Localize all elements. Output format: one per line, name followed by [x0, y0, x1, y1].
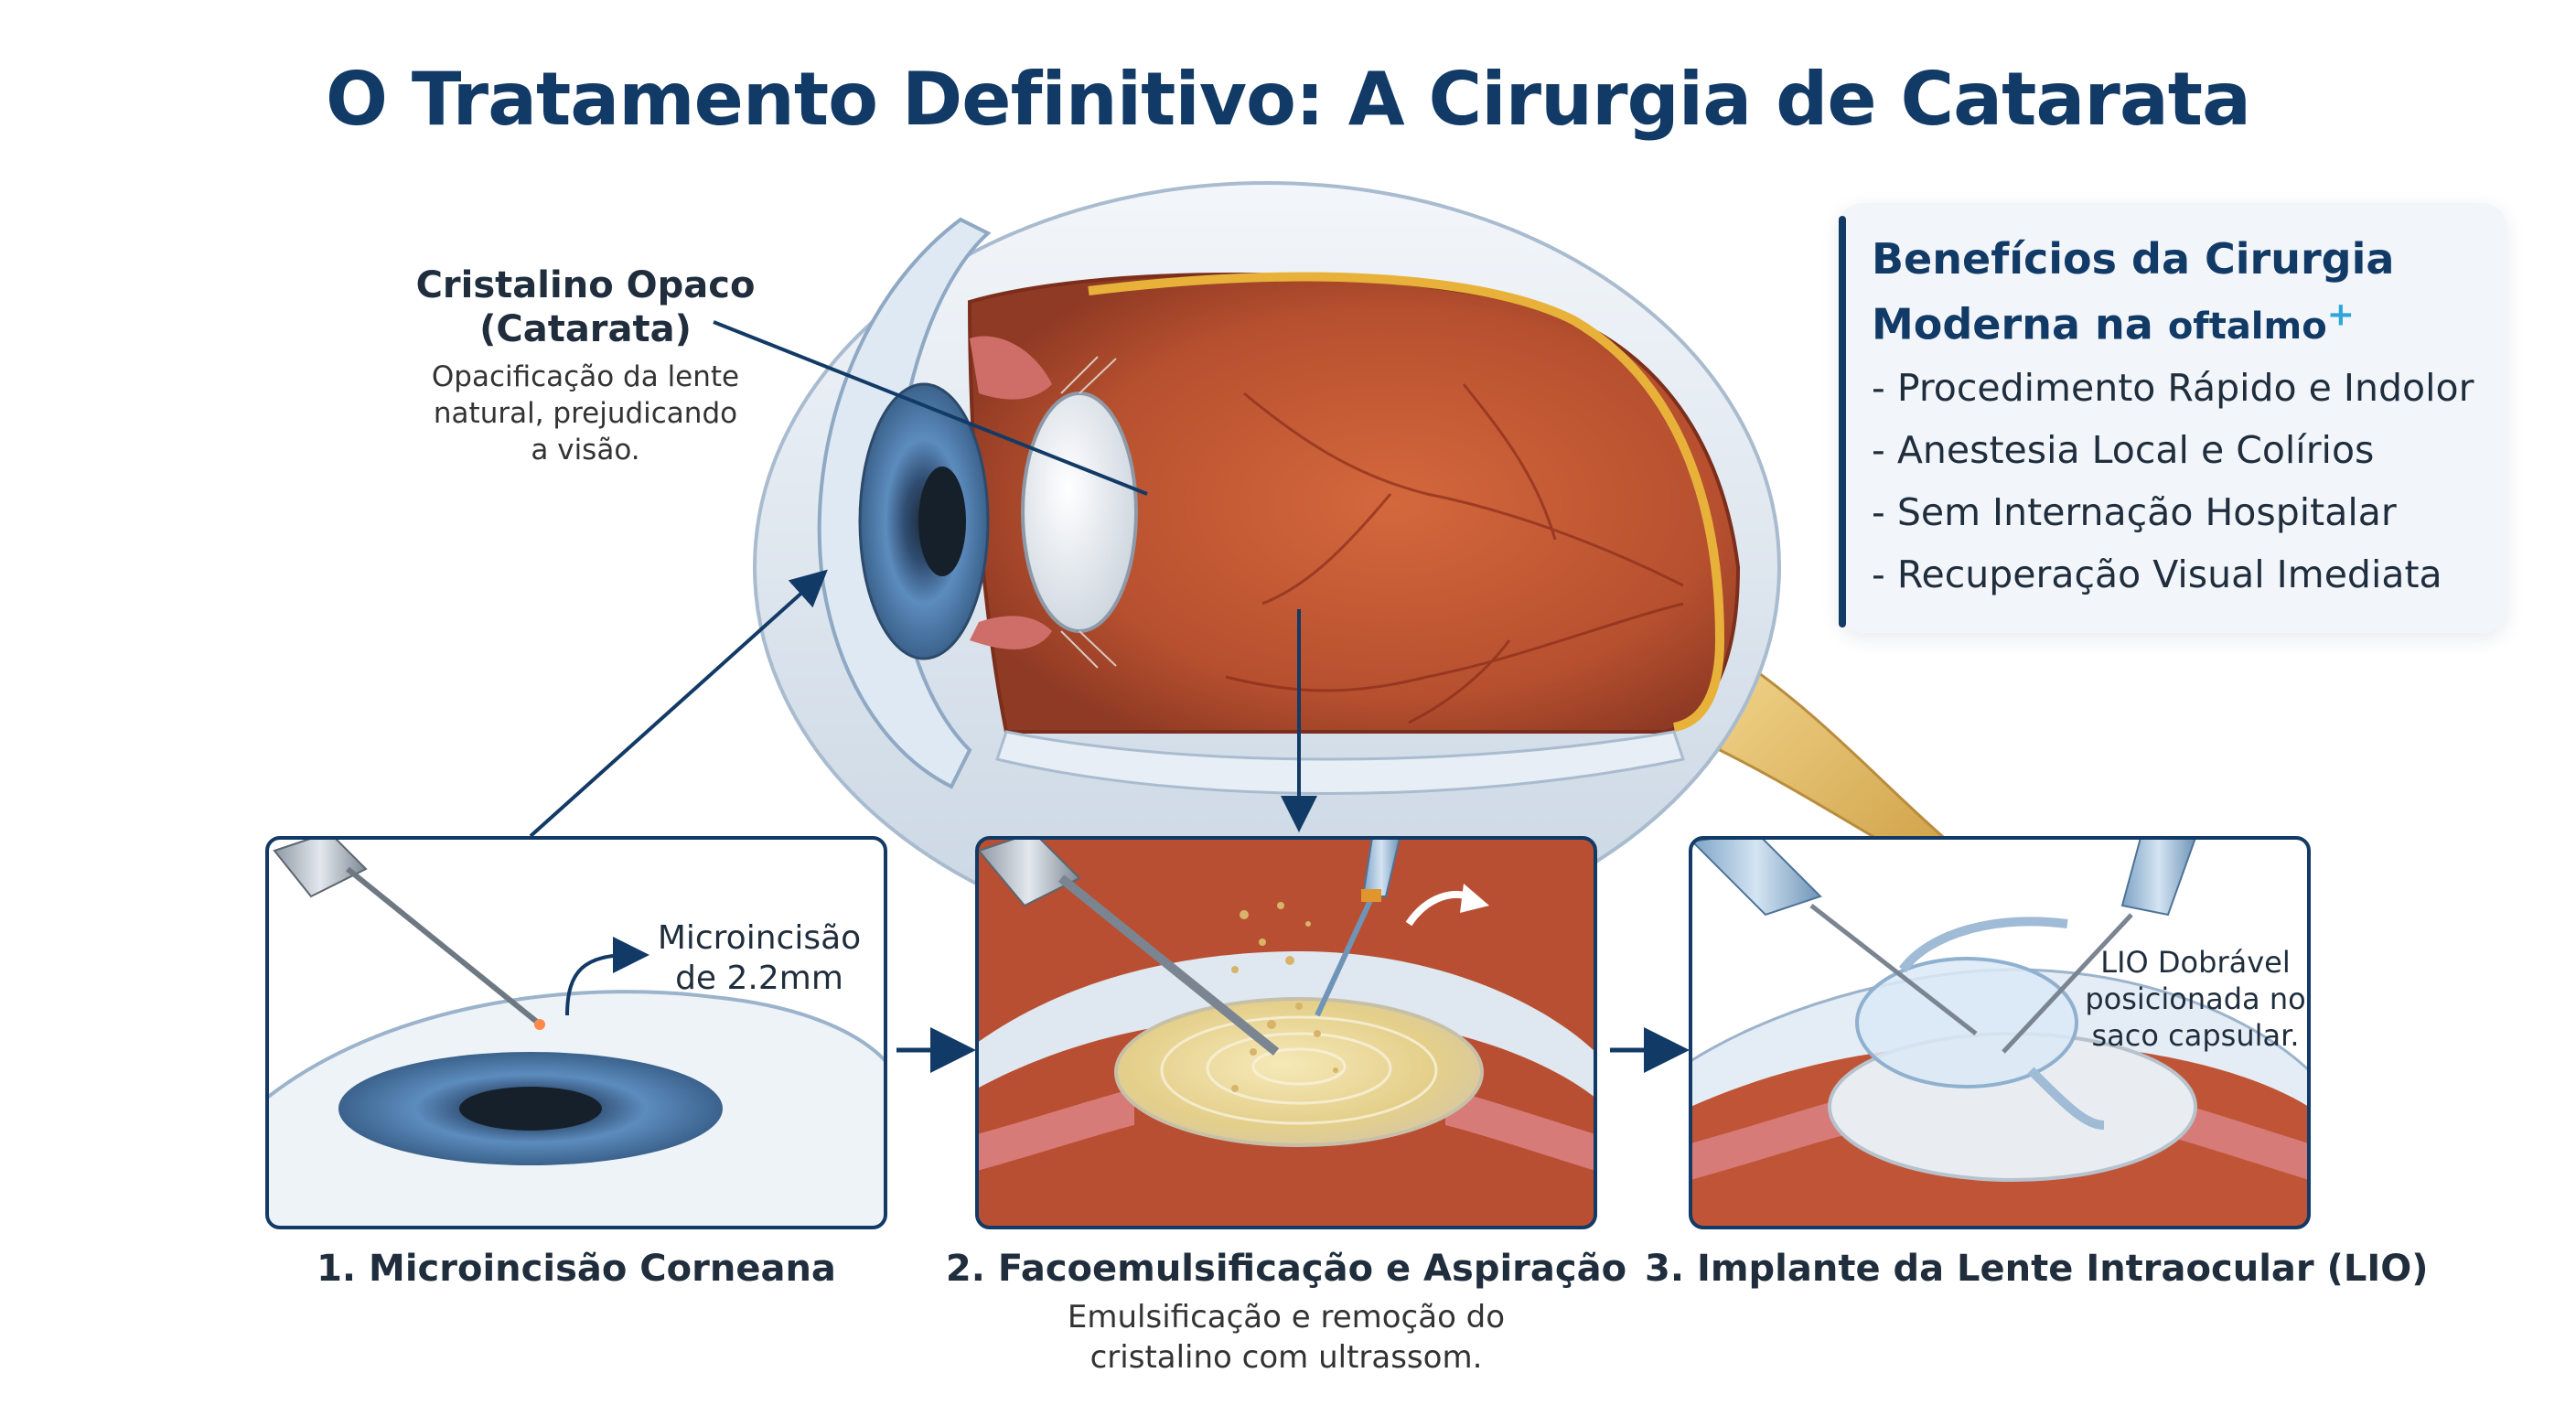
- step3-note-line1: LIO Dobrável: [2100, 945, 2291, 980]
- retina-vessels: [1225, 383, 1684, 724]
- page-title: O Tratamento Definitivo: A Cirurgia de C…: [325, 57, 2251, 142]
- benefits-title-line2: Moderna na oftalmo+: [1872, 287, 2494, 355]
- panel1-pupil: [459, 1087, 602, 1131]
- lens-callout-desc-line1: Opacificação da lente: [431, 360, 740, 393]
- lens-callout-pointer: [713, 320, 1148, 496]
- iol-haptic-bottom: [2027, 1067, 2105, 1130]
- step1-panel: [267, 838, 886, 1228]
- lens-callout-desc-line2: natural, prejudicando: [433, 397, 738, 430]
- benefit-item: - Recuperação Visual Imediata: [1872, 552, 2442, 596]
- step1-note-line2: de 2.2mm: [675, 960, 843, 997]
- step1-frame: [265, 836, 887, 1229]
- lens-fragments: [1231, 902, 1338, 1092]
- step2-panel: [977, 838, 1595, 1228]
- brand-plus-icon: +: [2326, 296, 2355, 334]
- cornea: [817, 217, 992, 789]
- step2-label: 2. Facoemulsificação e Aspiração: [945, 1248, 1627, 1290]
- opaque-lens: [1021, 391, 1138, 633]
- step2-desc-line1: Emulsificação e remoção do: [1067, 1299, 1506, 1335]
- step2-frame: [975, 836, 1597, 1229]
- lens-callout-title-line1: Cristalino Opaco: [415, 264, 756, 306]
- step3-frame: [1689, 836, 2311, 1229]
- pupil: [918, 467, 966, 576]
- benefit-item: - Anestesia Local e Colírios: [1872, 428, 2375, 472]
- panel1-to-cornea-arrow: [529, 569, 828, 838]
- lens-callout-desc-line3: a visão.: [531, 434, 640, 467]
- step3-iol-note: LIO Dobrável posicionada no saco capsula…: [2077, 944, 2314, 1054]
- lens-callout-description: Opacificação da lente natural, prejudica…: [402, 359, 768, 468]
- retina-layer: [1088, 272, 1725, 732]
- step1-label: 1. Microincisão Corneana: [317, 1248, 836, 1290]
- iol-injector-left: [1690, 838, 1978, 1035]
- foldable-iol: [1855, 957, 2078, 1089]
- benefits-title-line2-text: Moderna na: [1872, 299, 2153, 349]
- lens-callout-title-line2: (Catarata): [479, 308, 692, 350]
- ciliary-body-bottom: [970, 616, 1052, 649]
- step2-desc-line2: cristalino com ultrassom.: [1089, 1339, 1483, 1376]
- zonular-fibers: [1060, 356, 1117, 669]
- step1-incision-note: Microincisão de 2.2mm: [640, 918, 878, 999]
- incision-pointer-arrow: [565, 937, 649, 1016]
- step1-note-line1: Microincisão: [657, 919, 862, 957]
- benefits-title-line1: Benefícios da Cirurgia: [1872, 234, 2395, 284]
- benefits-accent-bar: [1839, 216, 1846, 627]
- brand-logo: oftalmo+: [2167, 296, 2355, 349]
- step3-label: 3. Implante da Lente Intraocular (LIO): [1645, 1248, 2429, 1290]
- benefits-box: [1839, 203, 2506, 633]
- irrigation-probe: [1315, 838, 1401, 1017]
- step3-note-line2: posicionada no: [2085, 981, 2306, 1016]
- iol-haptic-top: [1899, 917, 2068, 973]
- step3-panel: [1690, 838, 2309, 1228]
- benefit-item: - Procedimento Rápido e Indolor: [1872, 366, 2474, 410]
- benefits-list: - Procedimento Rápido e Indolor - Aneste…: [1872, 357, 2512, 606]
- step2-description: Emulsificação e remoção do cristalino co…: [977, 1297, 1595, 1378]
- sclera-cut-edge: [995, 730, 1685, 795]
- step3-note-line3: saco capsular.: [2091, 1018, 2300, 1053]
- ciliary-body-top: [970, 336, 1052, 400]
- brand-name: oftalmo: [2167, 306, 2327, 349]
- benefits-title: Benefícios da Cirurgia Moderna na oftalm…: [1872, 231, 2494, 355]
- iol-injector-right: [2002, 838, 2197, 1054]
- benefit-item: - Sem Internação Hospitalar: [1872, 490, 2397, 534]
- lens-callout-title: Cristalino Opaco (Catarata): [384, 263, 787, 351]
